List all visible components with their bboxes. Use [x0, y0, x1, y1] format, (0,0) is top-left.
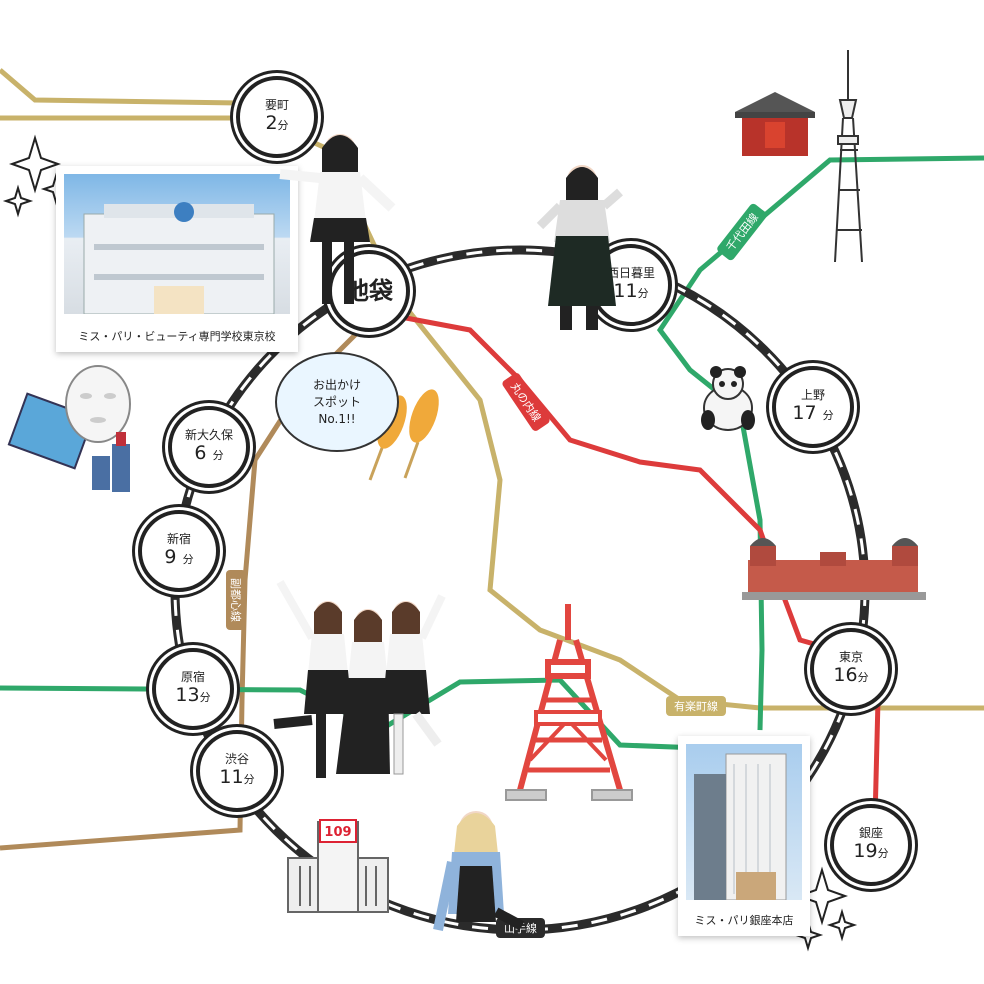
sign-109-text: 109 — [324, 825, 351, 840]
ginza-store-caption: ミス・パリ銀座本店 — [694, 914, 794, 927]
station-time: 16分 — [833, 663, 869, 686]
skytree-icon — [834, 50, 863, 263]
station-ginza[interactable]: 銀座 19分 — [830, 804, 912, 886]
station-name: 銀座 — [858, 825, 883, 840]
station-time: 13分 — [175, 683, 211, 706]
sparkle-icon — [826, 908, 858, 942]
school-building-image — [64, 174, 290, 315]
ginza-building-image — [686, 744, 802, 901]
station-time: 17 分 — [792, 401, 834, 424]
school-photo: ミス・パリ・ビューティ専門学校東京校 — [56, 166, 298, 352]
group-photo-figures — [273, 580, 446, 778]
chiyoda-line-2 — [0, 677, 701, 751]
station-name: 原宿 — [180, 669, 205, 684]
tokyo-station-icon — [742, 538, 926, 600]
station-ikebukuro[interactable]: 池袋 — [328, 250, 410, 332]
station-name: 新宿 — [166, 531, 191, 546]
tokyo-tower-icon — [505, 604, 633, 801]
station-harajuku[interactable]: 原宿 13分 — [152, 648, 234, 730]
shibuya-109-icon — [287, 819, 389, 913]
outing-spot-bubble: お出かけ スポット No.1!! — [275, 352, 399, 452]
school-caption: ミス・パリ・ビューティ専門学校東京校 — [78, 330, 276, 343]
station-name: 要町 — [264, 97, 289, 112]
ginza-store-photo: ミス・パリ銀座本店 — [678, 736, 810, 936]
station-time: 9 分 — [164, 545, 194, 568]
sparkle-icon — [8, 134, 62, 194]
station-kanamecho[interactable]: 要町 2分 — [236, 76, 318, 158]
yurakucho-line — [0, 68, 271, 115]
station-name: 新大久保 — [184, 427, 233, 442]
station-name: 渋谷 — [224, 751, 249, 766]
station-time: 6 分 — [194, 441, 224, 464]
station-shinokubo[interactable]: 新大久保 6 分 — [168, 406, 250, 488]
station-tokyo[interactable]: 東京 16分 — [810, 628, 892, 710]
person-figure — [536, 165, 623, 330]
lipstick-icon — [92, 432, 130, 492]
bubble-line-3: No.1!! — [318, 411, 356, 426]
station-ueno[interactable]: 上野 17 分 — [772, 366, 854, 448]
station-name: 東京 — [838, 649, 863, 664]
station-time: 11分 — [219, 765, 255, 788]
station-time: 19分 — [853, 839, 889, 862]
station-name: 上野 — [800, 387, 825, 402]
kaminarimon-gate-icon — [735, 92, 815, 156]
chiyoda-line — [656, 155, 984, 731]
station-time: 11分 — [613, 279, 649, 302]
sparkle-icon — [2, 184, 34, 218]
station-time: 2分 — [265, 111, 289, 134]
station-shinjuku[interactable]: 新宿 9 分 — [138, 510, 220, 592]
yurakucho-line-tag: 有楽町線 — [666, 696, 726, 716]
face-mask-icon — [7, 365, 131, 470]
station-name: 西日暮里 — [606, 265, 655, 280]
sparkle-icon — [795, 866, 849, 926]
panda-icon — [701, 366, 755, 431]
station-shibuya[interactable]: 渋谷 11分 — [196, 730, 278, 812]
bubble-line-2: スポット — [312, 394, 361, 409]
fukutoshin-line-tag: 副都心線 — [226, 570, 246, 630]
person-figure — [279, 134, 396, 304]
person-figure — [433, 811, 524, 932]
bubble-line-1: お出かけ — [312, 377, 361, 392]
